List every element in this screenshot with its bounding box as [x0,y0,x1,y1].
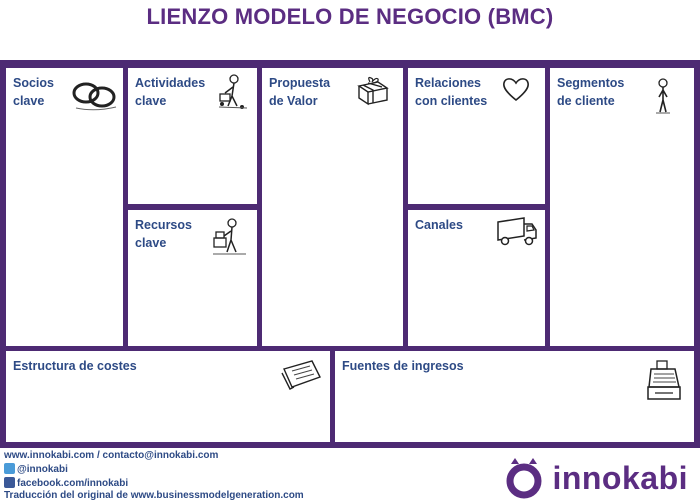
facebook-link[interactable]: facebook.com/innokabi [4,477,128,489]
brand-name: innokabi [552,459,688,496]
block-label: Propuesta de Valor [269,76,331,108]
twitter-handle: @innokabi [17,464,68,475]
person-icon [654,78,672,114]
block-label: Socios clave [13,76,54,108]
gift-icon [356,76,390,106]
block-customer-relationships[interactable]: Relaciones con clientes [408,68,545,204]
website-contact-link[interactable]: www.innokabi.com / contacto@innokabi.com [4,450,219,461]
block-label: Canales [415,218,463,232]
truck-icon [496,216,538,248]
receipt-icon [280,359,324,391]
worker-cart-icon [218,74,248,110]
facebook-url: facebook.com/innokabi [17,478,129,489]
block-label: Actividades clave [135,76,206,108]
twitter-link[interactable]: @innokabi [4,463,68,475]
block-customer-segments[interactable]: Segmentos de cliente [550,68,694,346]
translation-credit: Traducción del original de www.businessm… [4,490,304,501]
block-label: Recursos clave [135,218,192,250]
block-label: Fuentes de ingresos [342,359,464,373]
block-label: Segmentos de cliente [557,76,625,108]
cash-register-icon [645,359,683,403]
business-model-canvas: Socios clave Actividades clave Recursos … [0,60,700,448]
innokabi-logo-icon [506,458,542,499]
innokabi-logo: innokabi [502,456,688,500]
twitter-icon [4,463,15,474]
block-cost-structure[interactable]: Estructura de costes [6,351,330,442]
block-key-partners[interactable]: Socios clave [6,68,123,346]
block-label: Estructura de costes [13,359,137,373]
worker-boxes-icon [212,218,248,256]
block-label: Relaciones con clientes [415,76,488,108]
facebook-icon [4,477,15,488]
block-key-resources[interactable]: Recursos clave [128,210,257,346]
block-channels[interactable]: Canales [408,210,545,346]
block-value-proposition[interactable]: Propuesta de Valor [262,68,403,346]
block-revenue-streams[interactable]: Fuentes de ingresos [335,351,694,442]
chain-link-icon [70,78,120,112]
block-key-activities[interactable]: Actividades clave [128,68,257,204]
heart-icon [502,76,530,102]
canvas-title: LIENZO MODELO DE NEGOCIO (BMC) [146,4,554,29]
